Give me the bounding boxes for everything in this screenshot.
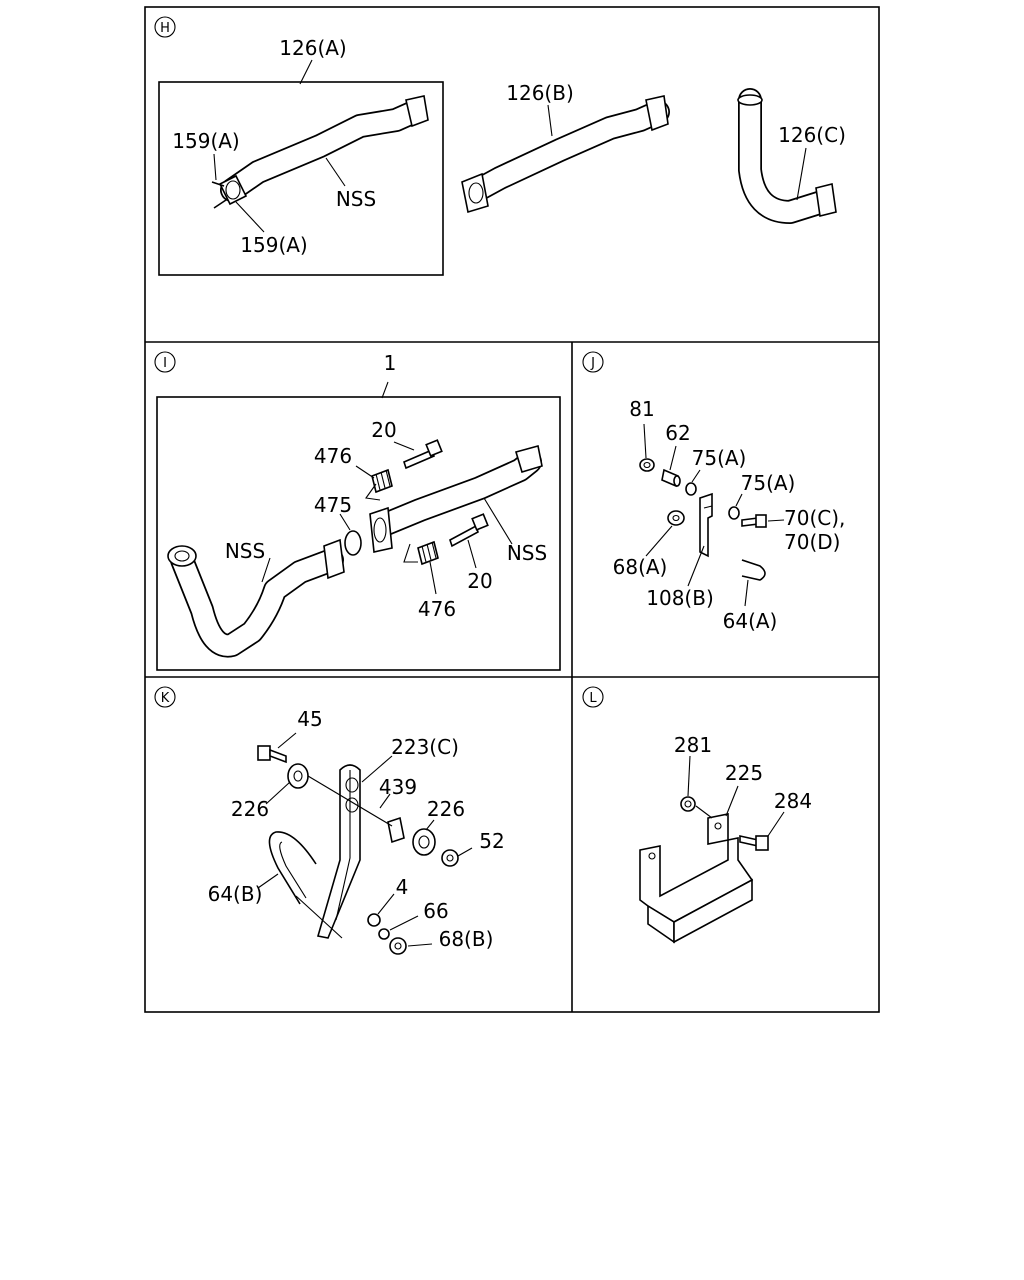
u-bolt-64a <box>741 559 766 581</box>
section-i-leaders <box>261 381 513 595</box>
exhaust-pipe-126a <box>218 95 429 206</box>
nut-68a <box>667 510 685 526</box>
label-475: 475 <box>314 493 352 517</box>
label-281: 281 <box>674 733 712 757</box>
gasket-475 <box>344 530 362 556</box>
bolt-20-top <box>403 439 443 470</box>
diagram-frame <box>144 6 880 1013</box>
rubber-226-right <box>412 828 436 856</box>
label-75a-1: 75(A) <box>692 446 747 470</box>
section-i: I <box>154 351 561 671</box>
label-64b: 64(B) <box>208 882 263 906</box>
label-nss-right: NSS <box>507 541 547 565</box>
section-h: H <box>154 16 846 276</box>
exhaust-pipe-126b <box>461 95 670 214</box>
label-68a: 68(A) <box>613 555 668 579</box>
label-70c: 70(C), <box>784 506 845 530</box>
label-75a-2: 75(A) <box>741 471 796 495</box>
label-62: 62 <box>665 421 690 445</box>
washer-66 <box>378 928 390 940</box>
svg-text:H: H <box>160 21 170 36</box>
label-126c: 126(C) <box>778 123 846 147</box>
svg-text:L: L <box>589 691 597 706</box>
label-nss: NSS <box>336 187 376 211</box>
label-226-left: 226 <box>231 797 269 821</box>
bracket-108b <box>699 492 713 558</box>
label-64a: 64(A) <box>723 609 778 633</box>
exhaust-pipe-right <box>369 445 543 553</box>
label-159a-bottom: 159(A) <box>240 233 307 257</box>
label-159a-top: 159(A) <box>172 129 239 153</box>
section-j-marker: J <box>582 351 604 373</box>
label-126a: 126(A) <box>279 36 346 60</box>
bolt-159a <box>211 181 227 209</box>
label-223c: 223(C) <box>391 735 459 759</box>
section-h-marker: H <box>154 16 176 38</box>
label-20-bottom: 20 <box>467 569 492 593</box>
svg-text:K: K <box>161 691 170 706</box>
heat-shield <box>639 813 754 944</box>
label-226-right: 226 <box>427 797 465 821</box>
label-126b: 126(B) <box>506 81 574 105</box>
section-k-marker: K <box>154 686 176 708</box>
label-108b: 108(B) <box>646 586 714 610</box>
section-k-leaders <box>257 732 473 947</box>
nut-52 <box>441 849 459 867</box>
section-l: L 281 225 284 <box>582 686 812 944</box>
collar-439 <box>387 816 405 844</box>
label-68b: 68(B) <box>439 927 494 951</box>
section-l-marker: L <box>582 686 604 708</box>
bolt-284 <box>739 835 769 851</box>
label-439: 439 <box>379 775 417 799</box>
u-bolt-64b <box>268 831 317 905</box>
label-284: 284 <box>774 789 812 813</box>
washer-75a-1 <box>685 482 697 496</box>
label-66: 66 <box>423 899 448 923</box>
label-476-top: 476 <box>314 444 352 468</box>
label-225: 225 <box>725 761 763 785</box>
section-i-marker: I <box>154 351 176 373</box>
section-l-leaders <box>687 755 785 837</box>
bracket-223c <box>316 764 361 939</box>
bolt-20-bottom <box>449 513 489 548</box>
nut-281 <box>680 796 696 812</box>
washer-75a-2 <box>728 506 740 520</box>
spring-476-bottom <box>417 540 439 566</box>
washer-4 <box>367 913 381 927</box>
inset-box-1 <box>156 396 561 671</box>
exhaust-pipe-126c <box>737 88 837 224</box>
svg-text:I: I <box>163 356 167 371</box>
label-20-top: 20 <box>371 418 396 442</box>
bolt-70c-70d <box>741 514 767 528</box>
section-j-leaders <box>643 423 785 607</box>
spacer-62 <box>661 468 681 488</box>
rubber-226-left <box>287 763 309 789</box>
bolt-45 <box>257 745 287 764</box>
svg-text:J: J <box>590 356 595 371</box>
spring-476-top <box>371 468 393 494</box>
label-476-bottom: 476 <box>418 597 456 621</box>
nut-68b <box>389 937 407 955</box>
label-81: 81 <box>629 397 654 421</box>
label-52: 52 <box>479 829 504 853</box>
label-4: 4 <box>396 875 409 899</box>
label-45: 45 <box>297 707 322 731</box>
section-j: J <box>582 351 845 633</box>
section-k: K <box>154 686 505 955</box>
label-1: 1 <box>384 351 397 375</box>
exhaust-pipe-left <box>167 538 345 658</box>
nut-81 <box>639 458 655 472</box>
label-nss-left: NSS <box>225 539 265 563</box>
section-h-leaders <box>213 59 807 233</box>
bracket-225 <box>714 822 722 830</box>
label-70d: 70(D) <box>784 530 840 554</box>
